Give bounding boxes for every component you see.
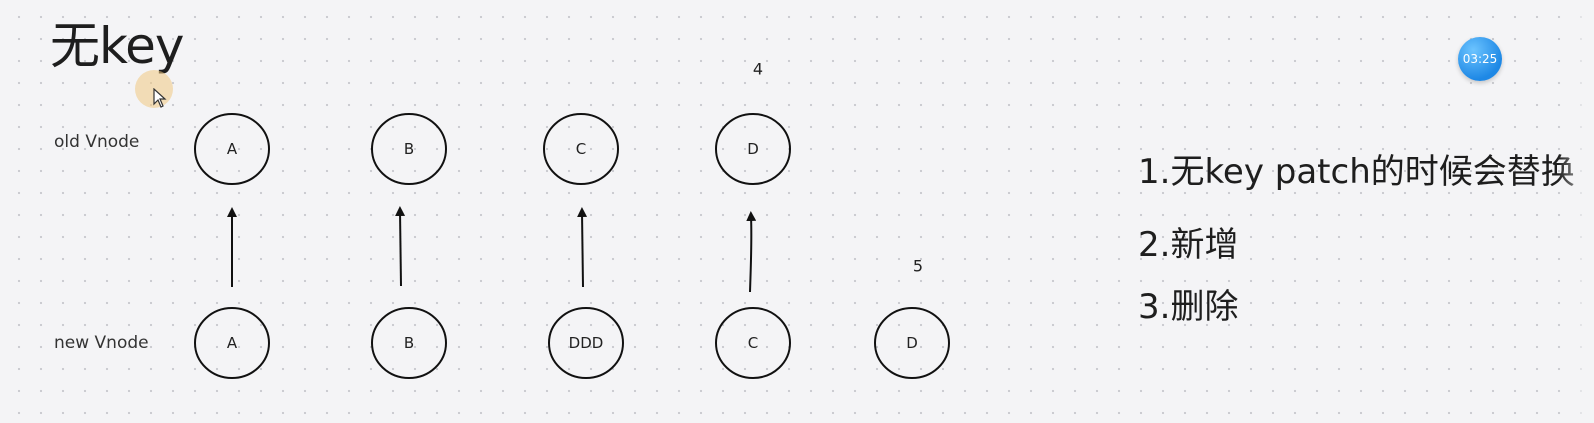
old-node-c: C [543,113,619,185]
new-node-b-label: B [404,334,414,352]
mouse-cursor-icon [153,88,167,108]
old-node-c-label: C [576,140,586,158]
new-node-a: A [194,307,270,379]
arrow-d [746,211,757,293]
note-3: 3.删除 [1138,287,1239,327]
arrow-b [395,206,406,287]
annotation-5: 5 [913,257,923,276]
old-node-b-label: B [404,140,414,158]
new-node-d-label: D [906,334,918,352]
old-vnode-label: old Vnode [54,132,140,152]
timer-badge[interactable]: 03:25 [1458,37,1502,81]
arrow-c [577,207,588,288]
annotation-4: 4 [753,60,763,79]
new-node-d: D [874,307,950,379]
new-node-b: B [371,307,447,379]
old-node-b: B [371,113,447,185]
right-edge-fade [1558,0,1594,423]
timer-text: 03:25 [1462,52,1498,66]
new-node-a-label: A [227,334,238,352]
old-node-d-label: D [747,140,759,158]
note-1: 1.无key patch的时候会替换 [1138,152,1575,192]
old-node-d: D [715,113,791,185]
new-node-ddd-label: DDD [569,334,604,352]
old-node-a-label: A [227,140,238,158]
new-node-c-label: C [748,334,758,352]
page-title: 无key [50,17,185,75]
new-node-ddd: DDD [548,307,624,379]
new-vnode-label: new Vnode [54,333,149,353]
note-2: 2.新增 [1138,225,1239,265]
new-node-c: C [715,307,791,379]
old-node-a: A [194,113,270,185]
